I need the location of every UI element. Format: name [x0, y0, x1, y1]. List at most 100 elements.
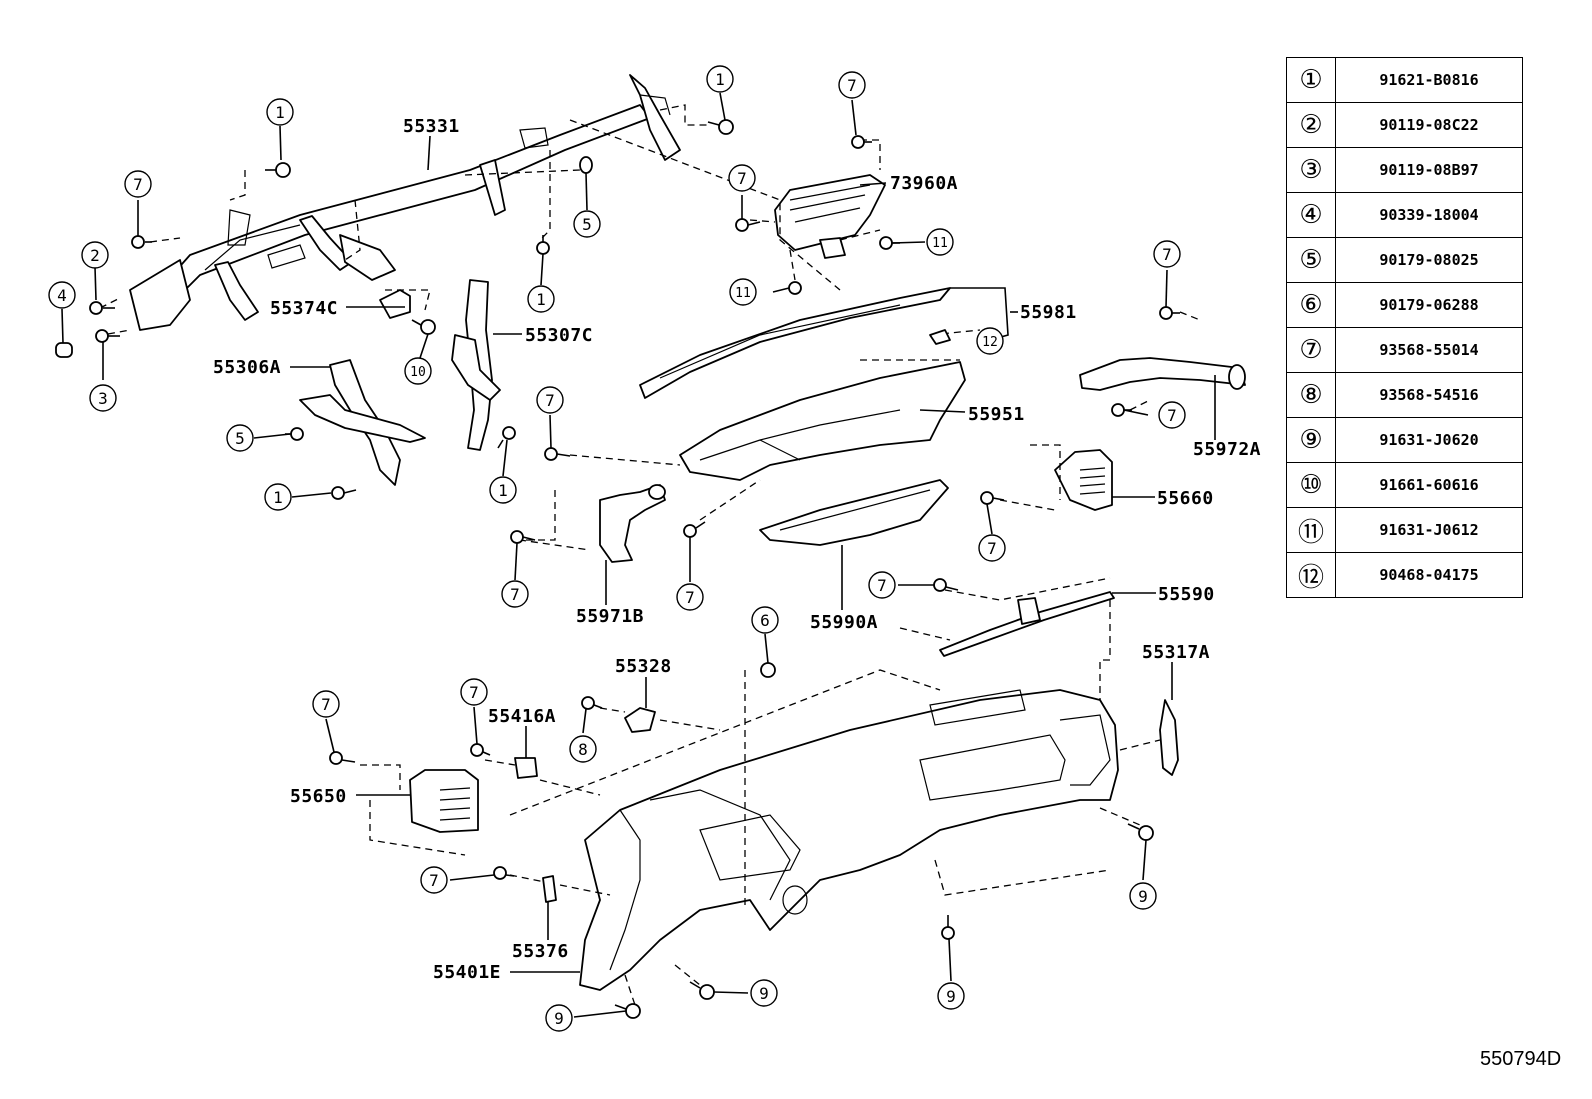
duct-55951: [679, 361, 966, 481]
duct-55972a: [1079, 357, 1246, 391]
callout-7: 7: [420, 866, 448, 894]
legend-part-number: 90339-18004: [1335, 192, 1523, 238]
brace-55374c: [379, 289, 411, 319]
label-55650: 55650: [290, 786, 347, 807]
callout-7: 7: [460, 678, 488, 706]
svg-text:7: 7: [737, 169, 747, 188]
svg-text:12: 12: [982, 335, 998, 350]
legend-key: ⑪: [1286, 507, 1336, 553]
svg-text:9: 9: [1138, 887, 1148, 906]
svg-text:1: 1: [715, 70, 725, 89]
callout-12: 12: [976, 327, 1004, 355]
legend-key: ⑤: [1286, 237, 1336, 283]
legend-key: ③: [1286, 147, 1336, 193]
label-55951: 55951: [968, 404, 1025, 425]
rod-55590: [939, 591, 1115, 657]
svg-text:3: 3: [98, 389, 108, 408]
label-55376: 55376: [512, 941, 569, 962]
legend-key: ⑥: [1286, 282, 1336, 328]
fasteners: [55, 119, 1180, 1019]
callout-11: 11: [729, 278, 757, 306]
label-55374c: 55374C: [270, 298, 338, 319]
svg-text:7: 7: [1162, 245, 1172, 264]
svg-text:4: 4: [57, 286, 67, 305]
legend-key: ②: [1286, 102, 1336, 148]
brace-55306a: [299, 359, 426, 486]
label-55317a: 55317A: [1142, 642, 1210, 663]
legend-part-number: 91631-J0620: [1335, 417, 1523, 463]
label-55401e: 55401E: [433, 962, 501, 983]
callout-9: 9: [750, 979, 778, 1007]
label-55328: 55328: [615, 656, 672, 677]
legend-key: ④: [1286, 192, 1336, 238]
svg-text:7: 7: [685, 588, 695, 607]
callout-5: 5: [573, 210, 601, 238]
legend-part-number: 91621-B0816: [1335, 57, 1523, 103]
clip-55416a: [514, 757, 538, 779]
duct-55971b: [599, 484, 666, 563]
panel-55981: [639, 287, 951, 399]
callout-7: 7: [1158, 401, 1186, 429]
register-55660: [1054, 449, 1113, 511]
svg-text:8: 8: [578, 740, 588, 759]
callout-1: 1: [264, 483, 292, 511]
svg-text:7: 7: [877, 576, 887, 595]
callout-9: 9: [1129, 882, 1157, 910]
svg-text:7: 7: [429, 871, 439, 890]
side-panel-55317a: [1159, 699, 1179, 776]
instrument-panel: [579, 689, 1119, 991]
callout-11: 11: [926, 228, 954, 256]
register-55650: [409, 769, 479, 833]
legend-key: ①: [1286, 57, 1336, 103]
callout-7: 7: [124, 170, 152, 198]
callout-7: 7: [676, 583, 704, 611]
svg-text:7: 7: [469, 683, 479, 702]
svg-text:6: 6: [760, 611, 770, 630]
legend-key: ⑨: [1286, 417, 1336, 463]
svg-text:1: 1: [273, 488, 283, 507]
callout-2: 2: [81, 241, 109, 269]
svg-text:7: 7: [987, 539, 997, 558]
svg-text:7: 7: [133, 175, 143, 194]
svg-text:7: 7: [545, 391, 555, 410]
airbag-housing: [774, 174, 886, 259]
legend-part-number: 91631-J0612: [1335, 507, 1523, 553]
clip-55376: [542, 875, 557, 903]
callout-markers: 1 1 1 1 1 2 3 4 5 5 6 7 7 7 7 7 7 7 7 7 …: [48, 65, 1186, 1032]
svg-text:9: 9: [759, 984, 769, 1003]
drawing-code: 550794D: [1480, 1048, 1562, 1070]
svg-text:10: 10: [410, 365, 426, 380]
callout-7: 7: [536, 386, 564, 414]
legend-part-number: 90179-06288: [1335, 282, 1523, 328]
label-55416a: 55416A: [488, 706, 556, 727]
legend-key: ⑧: [1286, 372, 1336, 418]
svg-text:7: 7: [510, 585, 520, 604]
svg-text:7: 7: [321, 695, 331, 714]
duct-55990a: [759, 479, 949, 546]
legend-key: ⑫: [1286, 552, 1336, 598]
legend-part-number: 93568-55014: [1335, 327, 1523, 373]
legend-part-number: 90119-08B97: [1335, 147, 1523, 193]
legend-part-number: 91661-60616: [1335, 462, 1523, 508]
label-55307c: 55307C: [525, 325, 593, 346]
legend-key: ⑦: [1286, 327, 1336, 373]
legend-key: ⑩: [1286, 462, 1336, 508]
callout-7: 7: [501, 580, 529, 608]
callout-1: 1: [706, 65, 734, 93]
callout-9: 9: [937, 982, 965, 1010]
callout-1: 1: [489, 476, 517, 504]
label-73960a: 73960A: [890, 173, 958, 194]
svg-text:7: 7: [1167, 406, 1177, 425]
label-55306a: 55306A: [213, 357, 281, 378]
callout-7: 7: [312, 690, 340, 718]
legend-part-number: 93568-54516: [1335, 372, 1523, 418]
svg-text:2: 2: [90, 246, 100, 265]
